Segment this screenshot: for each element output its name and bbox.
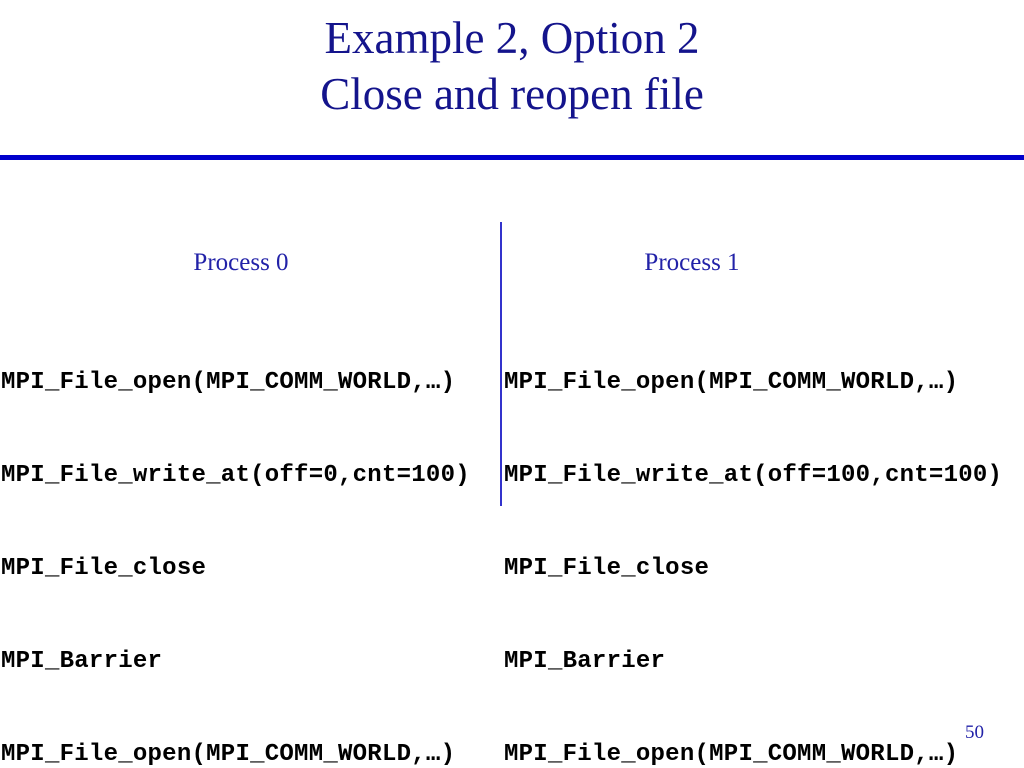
code-line: MPI_File_close	[1, 555, 207, 582]
process-1-header: Process 1	[644, 249, 740, 276]
slide-title-line-2: Close and reopen file	[320, 69, 704, 119]
process-0-code-block: MPI_File_open(MPI_COMM_WORLD,…) MPI_File…	[1, 305, 485, 768]
process-1-code-block: MPI_File_open(MPI_COMM_WORLD,…) MPI_File…	[504, 305, 1002, 768]
code-line: MPI_File_open(MPI_COMM_WORLD,…)	[1, 369, 456, 396]
code-line: MPI_File_close	[504, 555, 710, 582]
code-line: MPI_File_open(MPI_COMM_WORLD,…)	[504, 741, 959, 768]
slide-number: 50	[965, 722, 984, 743]
slide-title: Example 2, Option 2 Close and reopen fil…	[0, 10, 1024, 122]
code-line: MPI_File_open(MPI_COMM_WORLD,…)	[1, 741, 456, 768]
code-line: MPI_Barrier	[1, 648, 163, 675]
code-line: MPI_Barrier	[504, 648, 666, 675]
title-underline-rule	[0, 155, 1024, 160]
code-line: MPI_File_write_at(off=100,cnt=100)	[504, 462, 1003, 489]
process-0-header: Process 0	[193, 249, 289, 276]
slide-title-line-1: Example 2, Option 2	[324, 13, 700, 63]
process-column-divider	[500, 222, 502, 506]
code-line: MPI_File_open(MPI_COMM_WORLD,…)	[504, 369, 959, 396]
code-line: MPI_File_write_at(off=0,cnt=100)	[1, 462, 470, 489]
